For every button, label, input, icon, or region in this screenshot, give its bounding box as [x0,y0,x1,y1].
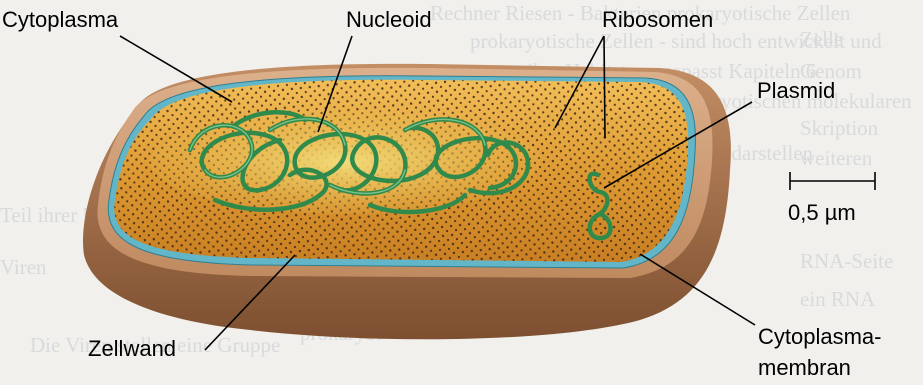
scale-bar: 0,5 µm [788,172,875,225]
label-membrane-line1: Cytoplasma- [758,324,881,349]
bg-line-9: RNA-Seite [800,249,893,273]
bg-line-14: weiteren [800,146,873,170]
scale-bar-label: 0,5 µm [788,200,856,225]
label-membrane-line2: membran [758,355,851,380]
label-cell-wall: Zellwand [88,336,176,361]
bg-line-7: Viren [0,255,47,279]
bg-line-13: Skription [800,116,879,140]
bg-line-11: Zelle [800,27,843,51]
label-cytoplasm: Cytoplasma [2,7,119,32]
bg-line-10: ein RNA [800,287,876,311]
label-ribosomes: Ribosomen [602,7,713,32]
leader-ribosomes-b [604,36,605,138]
label-plasmid: Plasmid [757,78,835,103]
label-nucleoid: Nucleoid [346,7,432,32]
bacterium-cell [83,64,731,339]
